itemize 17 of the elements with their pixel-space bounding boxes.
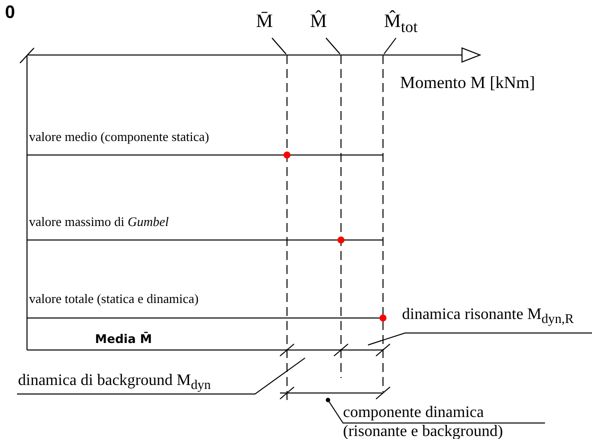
- leader-line: [326, 398, 546, 424]
- leader-line: [368, 332, 592, 346]
- callout-text: dinamica risonante M$_{dyn,R}$: [402, 306, 574, 327]
- line-label: valore massimo di Gumbel: [29, 215, 169, 230]
- mean-symbol: M̄: [256, 12, 273, 33]
- leader-line: [272, 38, 286, 54]
- leader-line: [384, 38, 396, 54]
- callout-text: dinamica di background M$_{dyn}$: [18, 372, 211, 393]
- line-label: Media M̄: [95, 333, 152, 346]
- peak-symbol: M̂: [310, 12, 327, 33]
- origin-label: 0: [5, 3, 16, 23]
- axis-label: Momento M [kNm]: [400, 74, 536, 93]
- total-peak-symbol: M̂$_{tot}$: [384, 12, 418, 36]
- leader-line: [326, 38, 340, 54]
- leader-line: [16, 358, 306, 394]
- line-label: valore totale (statica e dinamica): [29, 292, 199, 306]
- line-label: valore medio (componente statica): [29, 130, 210, 144]
